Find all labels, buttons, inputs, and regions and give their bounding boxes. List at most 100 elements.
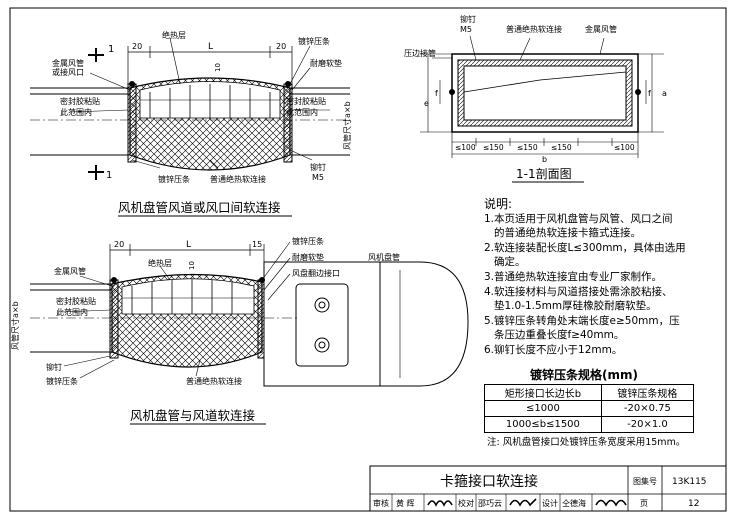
sec-dim-0: ≤100 bbox=[455, 143, 476, 152]
cut-mark-bottom: 1 bbox=[106, 170, 112, 181]
lower-range: 此范围内 bbox=[56, 307, 88, 317]
lower-rivet: 铆钉 bbox=[46, 362, 62, 372]
notes-heading: 说明: bbox=[484, 197, 513, 211]
tb-check-label: 校对 bbox=[458, 498, 474, 508]
spec-header-cell: 矩形接口长边长b bbox=[484, 384, 602, 401]
spec-row: ≤1000 -20×0.75 bbox=[484, 400, 695, 417]
label-insulation: 绝热层 bbox=[162, 30, 186, 40]
lower-galv: 镀锌压条 bbox=[292, 236, 324, 246]
title-upper: 风机盘管风道或风口间软连接 bbox=[118, 200, 281, 215]
signature-designer bbox=[595, 499, 627, 507]
sec-press-strip: 压边接管 bbox=[404, 48, 436, 58]
tb-designer: 仝德海 bbox=[562, 498, 586, 508]
label-ordinary-hose: 普通绝热软连接 bbox=[210, 174, 266, 184]
tb-atlas-label: 图集号 bbox=[633, 476, 657, 486]
sec-ordinary: 普通绝热软连接 bbox=[506, 24, 562, 34]
spec-cell: ≤1000 bbox=[484, 400, 602, 417]
signature-reviewer bbox=[427, 500, 453, 507]
label-line: M5 bbox=[460, 25, 472, 34]
spec-cell: -20×1.0 bbox=[600, 416, 695, 433]
upper-detail bbox=[30, 37, 350, 180]
tb-review-label: 审核 bbox=[373, 498, 389, 508]
lower-dim-10: 10 bbox=[188, 261, 196, 270]
lower-fcu: 风机盘管 bbox=[368, 252, 400, 262]
note-line: 3.普通绝热软连接宜由专业厂家制作。 bbox=[484, 270, 663, 283]
lower-seal: 密封胶粘贴 bbox=[56, 296, 96, 306]
lower-flange: 风盘翻边接口 bbox=[292, 268, 340, 278]
lower-ordinary: 普通绝热软连接 bbox=[186, 376, 242, 386]
label-line: 铆钉 bbox=[460, 14, 476, 24]
label-line: 或接风口 bbox=[52, 67, 84, 77]
note-line: 4.软连接材料与风道搭接处需涂胶粘接、 bbox=[484, 285, 673, 298]
label-metal-duct: 金属风管或接风口 bbox=[52, 58, 84, 77]
note-line: 条压边重叠长度f≥40mm。 bbox=[494, 329, 625, 342]
dim-L: L bbox=[208, 42, 213, 52]
spec-table-title: 镀锌压条规格(mm) bbox=[530, 368, 638, 382]
note-line: 垫1.0-1.5mm厚硅橡胶耐磨软垫。 bbox=[494, 300, 657, 313]
spec-header-row: 矩形接口长边长b 镀锌压条规格 bbox=[484, 384, 695, 401]
note-line: 2.软连接装配长度L≤300mm，具体由选用 bbox=[484, 241, 686, 254]
tb-reviewer: 黄 辉 bbox=[396, 498, 415, 508]
label-m5: M5 bbox=[312, 173, 324, 182]
note-line: 的普通绝热软连接卡箍式连接。 bbox=[494, 227, 641, 240]
label-range-right: 此范围内 bbox=[286, 107, 318, 117]
note-line: 6.铆钉长度不应小于12mm。 bbox=[484, 343, 623, 356]
label-seal-glue-left: 密封胶粘贴 bbox=[60, 96, 100, 106]
spec-table: 矩形接口长边长b 镀锌压条规格 ≤1000 -20×0.75 1000≤b≤15… bbox=[484, 384, 695, 433]
sec-dim-e: e bbox=[424, 99, 429, 108]
lower-detail bbox=[30, 241, 469, 387]
tb-design-label: 设计 bbox=[542, 498, 558, 508]
sec-dim-f-right: f bbox=[648, 89, 651, 98]
lower-metal-duct: 金属风管 bbox=[54, 266, 86, 276]
signature-checker bbox=[509, 498, 537, 507]
dim-10: 10 bbox=[214, 63, 222, 72]
section-1-1 bbox=[420, 35, 664, 158]
notes: 说明: 1.本页适用于风机盘管与风管、风口之间 的普通绝热软连接卡箍式连接。 2… bbox=[484, 197, 724, 358]
sec-dim-a: a bbox=[662, 89, 667, 98]
note-line: 5.镀锌压条转角处末端长度e≥50mm，压 bbox=[484, 314, 680, 327]
tb-title: 卡箍接口软连接 bbox=[440, 473, 538, 490]
spec-row: 1000≤b≤1500 -20×1.0 bbox=[484, 416, 695, 433]
note-line: 1.本页适用于风机盘管与风管、风口之间 bbox=[484, 212, 673, 225]
spec-cell: 1000≤b≤1500 bbox=[484, 416, 602, 433]
tb-checker: 邵巧云 bbox=[478, 499, 502, 508]
lower-galv-bottom: 镀锌压条 bbox=[46, 376, 78, 386]
lower-dim-20: 20 bbox=[114, 240, 124, 249]
label-rivet: 铆钉 bbox=[310, 162, 326, 172]
sec-metal-duct: 金属风管 bbox=[585, 24, 617, 34]
fcu-outline bbox=[263, 261, 381, 387]
label-seal-glue-right: 密封胶粘贴 bbox=[286, 96, 326, 106]
label-line: 金属风管 bbox=[52, 58, 84, 68]
label-range-left: 此范围内 bbox=[60, 107, 92, 117]
cut-mark-top: 1 bbox=[108, 44, 114, 55]
sec-dim-f: f bbox=[435, 89, 438, 98]
spec-header-cell: 镀锌压条规格 bbox=[600, 384, 695, 401]
spec-cell: -20×0.75 bbox=[600, 400, 695, 417]
sec-dim-1: ≤150 bbox=[483, 143, 504, 152]
sheet-frame bbox=[9, 7, 727, 512]
title-lower: 风机盘管与风道软连接 bbox=[130, 408, 256, 423]
lower-duct-size: 风管尺寸a×b bbox=[10, 301, 20, 350]
lower-dim-L: L bbox=[186, 240, 191, 250]
tb-page-label: 页 bbox=[640, 499, 648, 508]
tb-atlas-no: 13K115 bbox=[672, 477, 707, 487]
sec-dim-2: ≤150 bbox=[517, 143, 538, 152]
sec-dim-4: ≤100 bbox=[614, 143, 635, 152]
tb-page-no: 12 bbox=[688, 499, 699, 509]
label-wear-hose: 耐磨软垫 bbox=[310, 58, 342, 68]
label-duct-size: 风管尺寸a×b bbox=[342, 101, 352, 150]
label-galv-strip: 镀锌压条 bbox=[298, 36, 330, 46]
title-block bbox=[369, 465, 727, 512]
lower-wear: 耐磨软垫 bbox=[292, 252, 324, 262]
spec-note: 注: 风机盘管接口处镀锌压条宽度采用15mm。 bbox=[487, 437, 686, 448]
title-section: 1-1剖面图 bbox=[516, 167, 572, 181]
note-line: 确定。 bbox=[494, 256, 526, 269]
dim-20-right: 20 bbox=[276, 42, 286, 51]
sec-dim-3: ≤150 bbox=[551, 143, 572, 152]
dim-20-left: 20 bbox=[132, 42, 142, 51]
label-galv-strip-bottom: 镀锌压条 bbox=[158, 174, 190, 184]
lower-dim-15: 15 bbox=[252, 240, 262, 249]
